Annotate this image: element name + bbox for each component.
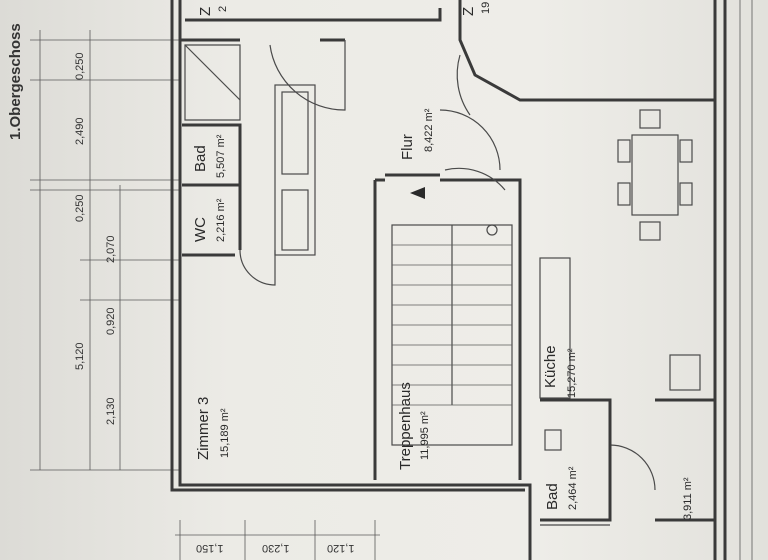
room-area: 8,422 m² bbox=[423, 108, 435, 152]
dimension-label: 2,490 bbox=[74, 117, 86, 145]
room-area: 11,995 m² bbox=[419, 411, 431, 460]
dimension-label: 2,130 bbox=[105, 397, 117, 425]
dimension-label: 0,250 bbox=[74, 194, 86, 222]
room-label: Bad bbox=[544, 483, 561, 510]
room-area: 15,270 m² bbox=[566, 348, 578, 398]
room-area: 19 bbox=[480, 1, 492, 14]
dimension-label: 0,920 bbox=[105, 307, 117, 335]
room-label: Küche bbox=[542, 345, 559, 388]
room-area: 15,189 m² bbox=[219, 408, 231, 458]
dimension-label: 5,120 bbox=[74, 342, 86, 370]
room-area: 2,216 m² bbox=[215, 198, 227, 242]
door-swings bbox=[239, 40, 656, 491]
room-label: Bad bbox=[192, 145, 209, 172]
floor-title: 1.Obergeschoss bbox=[7, 23, 24, 140]
room-label: WC bbox=[192, 217, 209, 242]
dimension-lines bbox=[30, 30, 380, 560]
room-label: Z bbox=[197, 6, 214, 16]
dining-table bbox=[617, 109, 693, 241]
stair-direction-arrow bbox=[410, 187, 425, 199]
room-area: 3,911 m² bbox=[682, 477, 694, 520]
room-label: Z bbox=[460, 6, 477, 16]
room-label: Treppenhaus bbox=[397, 382, 414, 470]
room-label: Flur bbox=[399, 134, 416, 160]
room-area: 5,507 m² bbox=[215, 134, 227, 178]
staircase bbox=[391, 224, 513, 446]
dimension-label: 2,070 bbox=[105, 235, 117, 263]
dimension-label: 1,150 bbox=[196, 542, 224, 554]
walls bbox=[170, 0, 753, 560]
room-label: Zimmer 3 bbox=[195, 396, 212, 460]
dimension-label: 1,230 bbox=[262, 542, 290, 554]
room-area: 2,464 m² bbox=[567, 466, 579, 510]
dimension-label: 0,250 bbox=[74, 52, 86, 80]
dimension-label: 1,120 bbox=[327, 542, 355, 554]
room-area: 2 bbox=[217, 5, 229, 12]
